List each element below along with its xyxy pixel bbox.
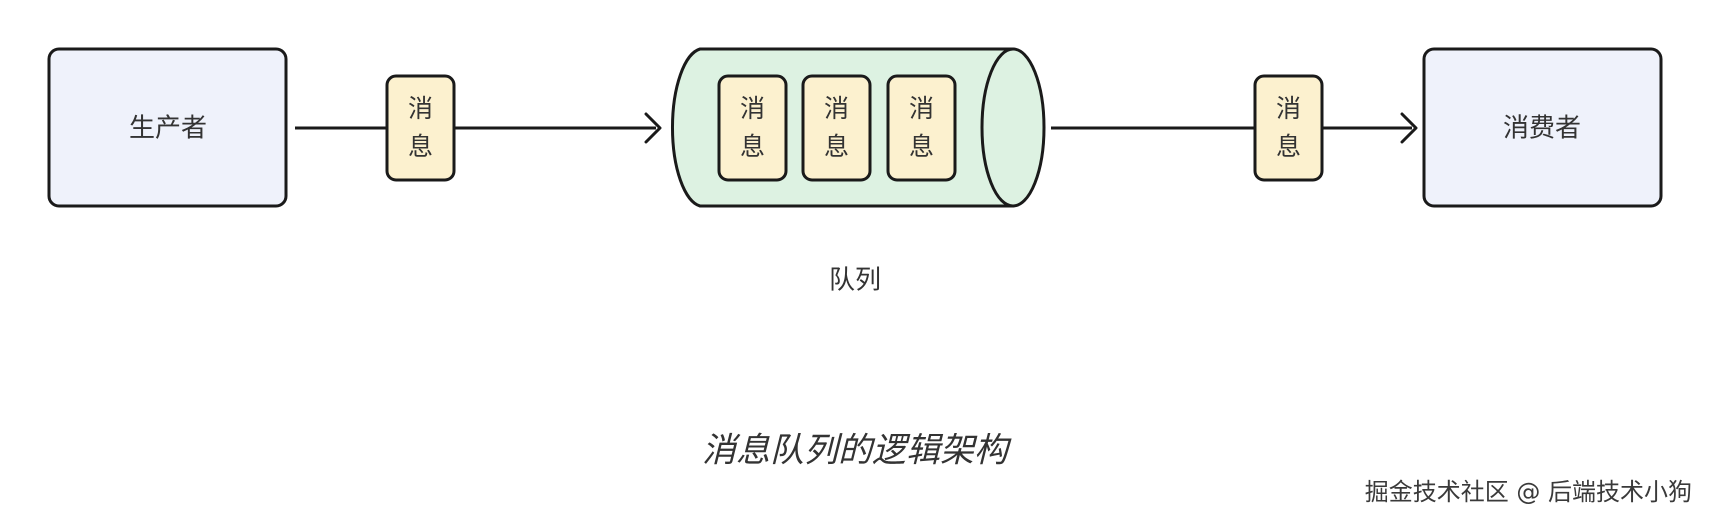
message-card-char-1: 消 xyxy=(824,94,849,123)
queued-message-2: 消 息 xyxy=(801,74,872,182)
message-card-char-2: 息 xyxy=(740,132,765,161)
edge-queue-to-consumer xyxy=(1051,112,1418,144)
message-card-char-2: 息 xyxy=(408,132,433,161)
producer-box xyxy=(47,47,288,208)
arrow-head-icon xyxy=(644,112,662,144)
edge-producer-to-queue xyxy=(295,112,662,144)
message-card-box xyxy=(886,74,957,182)
message-card-box xyxy=(717,74,788,182)
message-card-char-2: 息 xyxy=(824,132,849,161)
queue-label: 队列 xyxy=(829,266,881,296)
arrow-head-icon xyxy=(1400,112,1418,144)
queued-message-3: 消 息 xyxy=(886,74,957,182)
message-card-incoming: 消 息 xyxy=(385,74,456,182)
message-card-char-1: 消 xyxy=(1276,94,1301,123)
message-card-char-1: 消 xyxy=(408,94,433,123)
diagram-caption: 消息队列的逻辑架构 xyxy=(702,431,1012,471)
message-card-outgoing: 消 息 xyxy=(1253,74,1324,182)
message-card-char-1: 消 xyxy=(740,94,765,123)
queue-node: 消 息 消 息 消 息 xyxy=(670,47,1046,208)
message-card-box xyxy=(1253,74,1324,182)
message-card-char-2: 息 xyxy=(909,132,934,161)
queued-message-1: 消 息 xyxy=(717,74,788,182)
message-card-box xyxy=(385,74,456,182)
consumer-label: 消费者 xyxy=(1503,114,1581,144)
producer-node: 生产者 xyxy=(47,47,288,208)
message-card-box xyxy=(801,74,872,182)
message-card-char-2: 息 xyxy=(1276,132,1301,161)
producer-label: 生产者 xyxy=(129,114,207,144)
message-card-char-1: 消 xyxy=(909,94,934,123)
consumer-node: 消费者 xyxy=(1422,47,1663,208)
consumer-box xyxy=(1422,47,1663,208)
watermark: 掘金技术社区 @ 后端技术小狗 xyxy=(1365,478,1692,506)
queue-cylinder-cap xyxy=(980,47,1046,208)
